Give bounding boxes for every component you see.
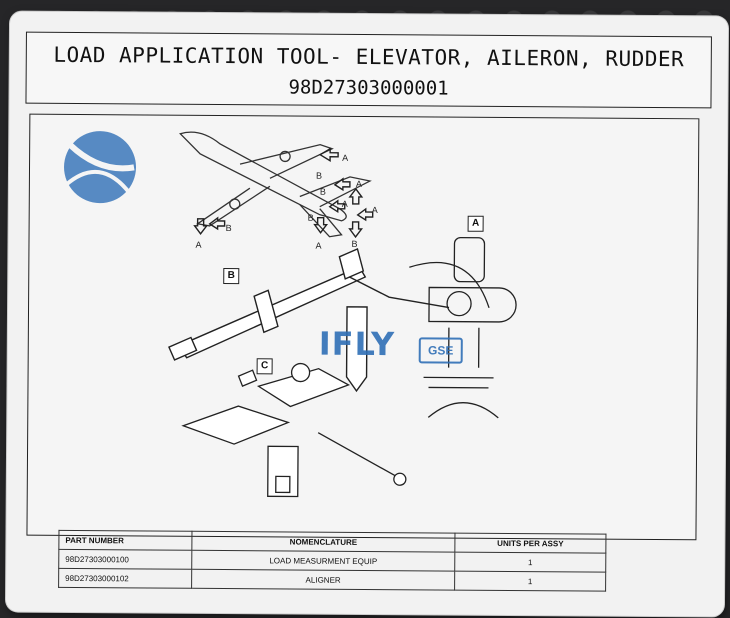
header-part-number: PART NUMBER: [58, 530, 192, 551]
load-arrows: [193, 147, 374, 239]
callout-a: A: [467, 215, 484, 232]
illustration-panel: A B A B A B A B A B A: [26, 113, 700, 541]
watermark-logo-icon: [64, 131, 137, 204]
cell-part-number: 98D27303000100: [58, 549, 192, 570]
aircraft-drawing: [179, 131, 372, 238]
arrow-label: B: [320, 187, 326, 197]
placard: LOAD APPLICATION TOOL- ELEVATOR, AILERON…: [5, 11, 729, 617]
fixture-drawing: [409, 237, 517, 419]
arrow-label: B: [351, 239, 357, 249]
header-units: UNITS PER ASSY: [454, 533, 606, 554]
arrow-labels: A B A B A B A B A B A: [195, 153, 378, 251]
title-box: LOAD APPLICATION TOOL- ELEVATOR, AILERON…: [25, 31, 712, 109]
arrow-label: A: [372, 205, 378, 215]
arrow-label: A: [195, 240, 201, 250]
arrow-label: B: [226, 223, 232, 233]
arrow-label: A: [315, 241, 321, 251]
placard-part-number: 98D27303000001: [288, 76, 449, 100]
arrow-label: B: [316, 171, 322, 181]
callout-b: B: [223, 267, 240, 285]
parts-table: PART NUMBER NOMENCLATURE UNITS PER ASSY …: [58, 530, 606, 592]
tool-illustration: A B A B A B A B A B A: [168, 131, 517, 498]
arrow-label: A: [356, 179, 362, 189]
arrow-label: A: [342, 153, 348, 163]
callout-c: C: [256, 358, 273, 375]
table-row: 98D27303000102 ALIGNER 1: [58, 568, 606, 592]
watermark-brand: IFLY: [318, 324, 396, 364]
cell-part-number: 98D27303000102: [58, 568, 192, 589]
aligner-drawing: [181, 362, 407, 498]
watermark-badge: GSE: [418, 337, 463, 364]
cell-units: 1: [454, 552, 606, 573]
header-nomenclature: NOMENCLATURE: [191, 531, 455, 553]
cell-units: 1: [454, 571, 606, 592]
arrow-label: A: [342, 199, 348, 209]
placard-title: LOAD APPLICATION TOOL- ELEVATOR, AILERON…: [53, 42, 685, 72]
cell-nomenclature: ALIGNER: [191, 569, 455, 591]
arrow-label: B: [308, 213, 314, 223]
cell-nomenclature: LOAD MEASURMENT EQUIP: [191, 550, 455, 572]
